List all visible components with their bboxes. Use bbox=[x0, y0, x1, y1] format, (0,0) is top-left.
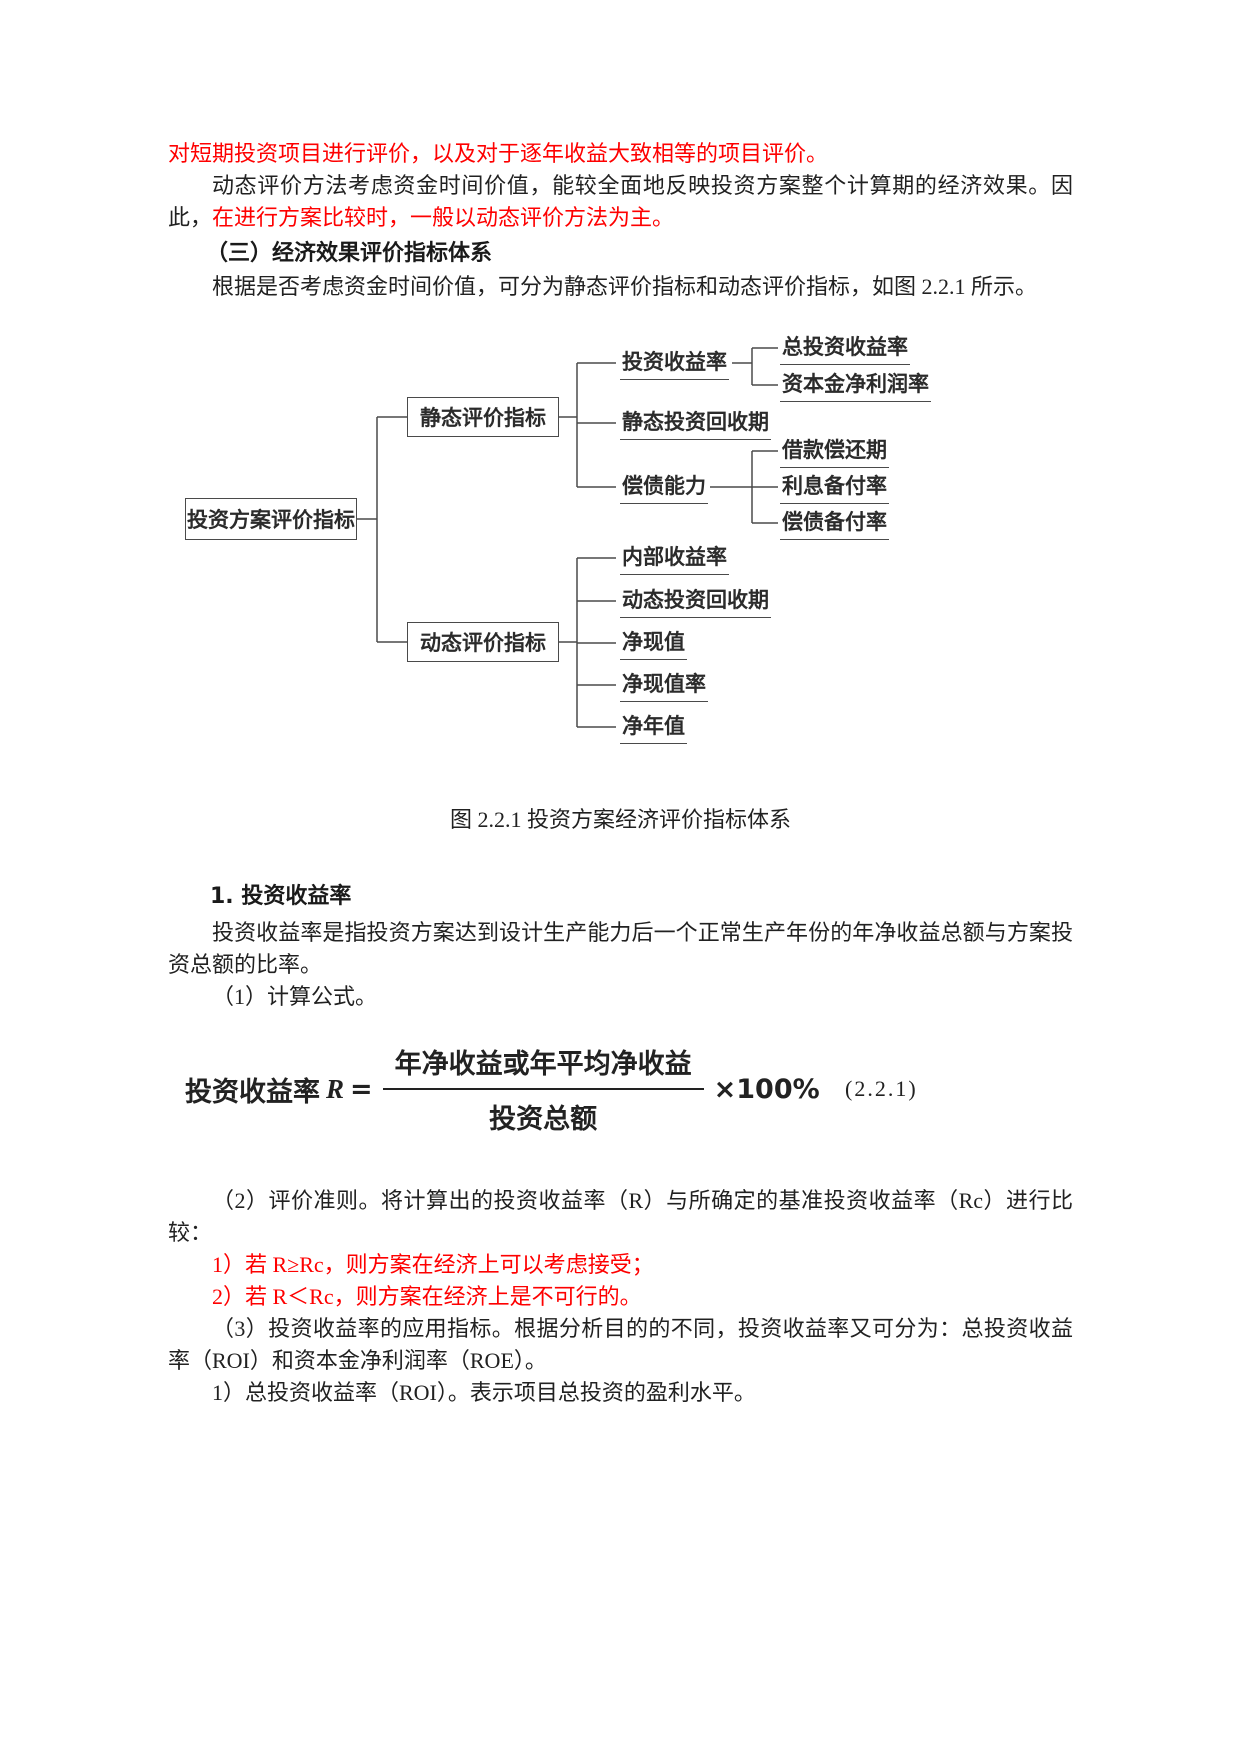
diagram-leaf-npv: 净现值 bbox=[620, 626, 687, 660]
diagram-connectors bbox=[357, 347, 778, 728]
diagram-leaf-debt-cover: 偿债备付率 bbox=[780, 506, 889, 540]
diagram-leaf-roi: 投资收益率 bbox=[620, 346, 729, 380]
paragraph-dynamic-method: 动态评价方法考虑资金时间价值，能较全面地反映投资方案整个计算期的经济效果。因此，… bbox=[168, 170, 1073, 234]
text-red-segment: 在进行方案比较时，一般以动态评价方法为主。 bbox=[212, 205, 675, 230]
diagram-leaf-total-roi: 总投资收益率 bbox=[780, 331, 910, 365]
paragraph-roi-definition: 投资收益率是指投资方案达到设计生产能力后一个正常生产年份的年净收益总额与方案投资… bbox=[168, 920, 1073, 977]
diagram-leaf-interest-cover: 利息备付率 bbox=[780, 470, 889, 504]
criterion-accept: 1）若 R≥Rc，则方案在经济上可以考虑接受； bbox=[212, 1252, 654, 1277]
heading-section-3: （三）经济效果评价指标体系 bbox=[206, 241, 493, 266]
criterion-reject: 2）若 R＜Rc，则方案在经济上是不可行的。 bbox=[212, 1284, 642, 1309]
diagram-leaf-roe: 资本金净利润率 bbox=[780, 368, 931, 402]
formula-lhs: 投资收益率 bbox=[185, 1076, 320, 1108]
paragraph-indicator-basis: 根据是否考虑资金时间价值，可分为静态评价指标和动态评价指标，如图 2.2.1 所… bbox=[212, 274, 1038, 299]
paragraph-criteria: （2）评价准则。将计算出的投资收益率（R）与所确定的基准投资收益率（Rc）进行比… bbox=[168, 1188, 1073, 1245]
diagram-leaf-debt-ability: 偿债能力 bbox=[620, 470, 708, 504]
text-black-segment: 动态评价方法考虑资金时间价值，能较全面地反映投资方案整个计算期的经济效果。因此， bbox=[168, 173, 1073, 230]
paragraph-formula-label: （1）计算公式。 bbox=[212, 984, 378, 1009]
heading-roi: 1. 投资收益率 bbox=[210, 884, 352, 909]
diagram-dynamic-box: 动态评价指标 bbox=[407, 622, 559, 662]
paragraph-red-continuation: 对短期投资项目进行评价，以及对于逐年收益大致相等的项目评价。 bbox=[168, 141, 829, 166]
diagram-leaf-nav: 净年值 bbox=[620, 710, 687, 744]
formula-multiplier: ×100% bbox=[713, 1073, 820, 1105]
paragraph-application: （3）投资收益率的应用指标。根据分析目的的不同，投资收益率又可分为：总投资收益率… bbox=[168, 1316, 1073, 1373]
formula-equals: = bbox=[350, 1073, 373, 1105]
diagram-leaf-static-payback: 静态投资回收期 bbox=[620, 406, 771, 440]
fraction-numerator: 年净收益或年平均净收益 bbox=[382, 1042, 704, 1090]
figure-caption: 图 2.2.1 投资方案经济评价指标体系 bbox=[449, 807, 791, 832]
formula-variable: R bbox=[326, 1073, 345, 1104]
diagram-leaf-irr: 内部收益率 bbox=[620, 541, 729, 575]
diagram-leaf-loan-repay: 借款偿还期 bbox=[780, 434, 889, 468]
fraction-denominator: 投资总额 bbox=[489, 1104, 598, 1135]
diagram-root-box: 投资方案评价指标 bbox=[185, 498, 357, 540]
formula-fraction: 年净收益或年平均净收益 投资总额 bbox=[382, 1042, 704, 1136]
equation-number: (2.2.1) bbox=[845, 1076, 918, 1101]
diagram-static-box: 静态评价指标 bbox=[407, 397, 559, 437]
diagram-leaf-npv-rate: 净现值率 bbox=[620, 668, 708, 702]
paragraph-total-roi: 1）总投资收益率（ROI）。表示项目总投资的盈利水平。 bbox=[212, 1380, 756, 1405]
diagram-leaf-dynamic-payback: 动态投资回收期 bbox=[620, 584, 771, 618]
indicator-tree-diagram: 投资方案评价指标 静态评价指标 动态评价指标 投资收益率 静态投资回收期 偿债能… bbox=[150, 333, 1140, 758]
